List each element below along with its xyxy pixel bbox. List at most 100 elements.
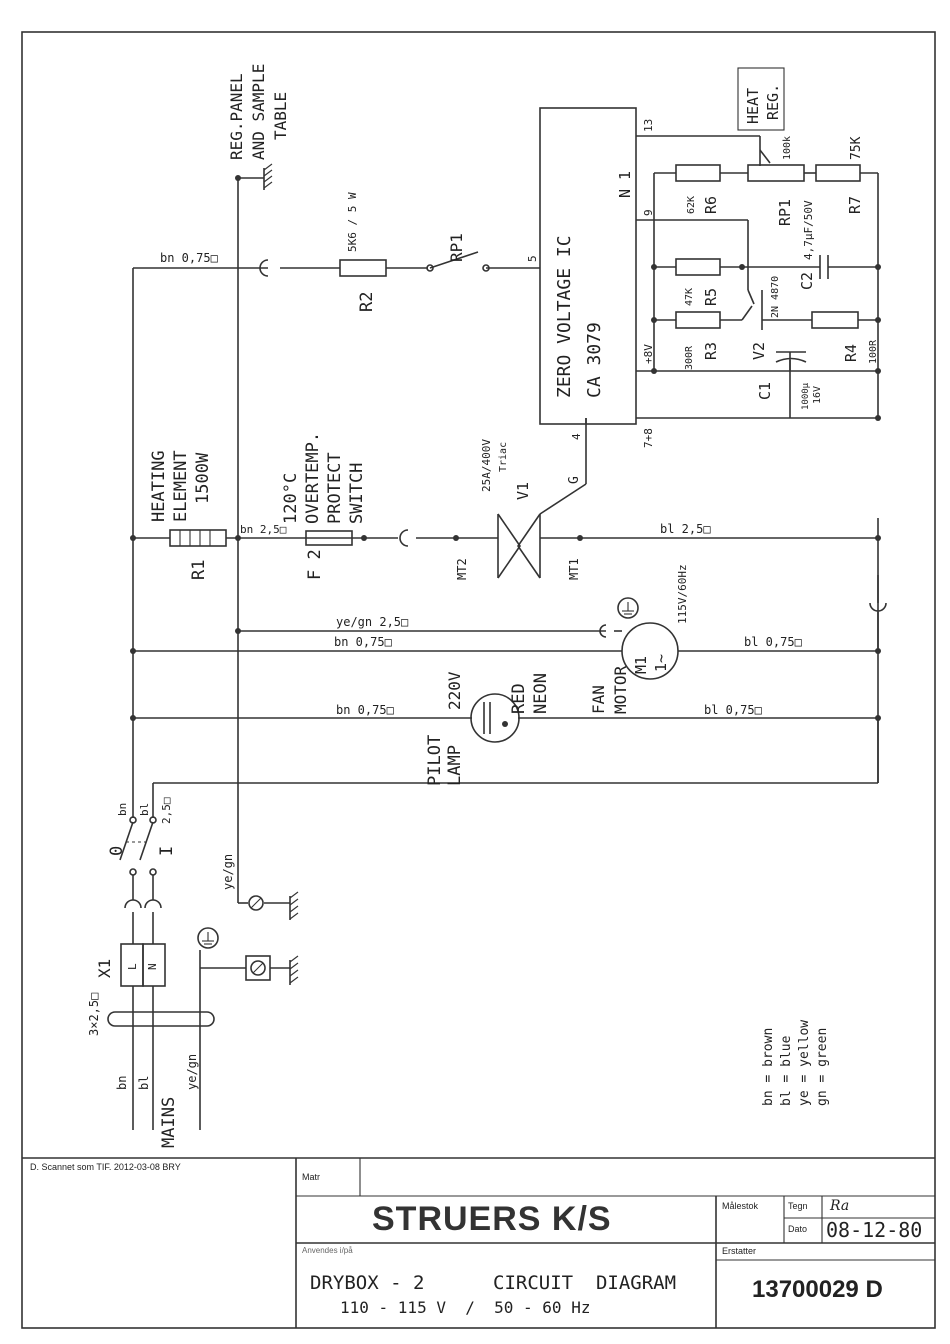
sheet-border [21,31,936,1329]
wire-sw-25: 2,5□ [160,797,173,824]
v1-ref: V1 [514,482,532,500]
matr-label: Matr [302,1172,320,1182]
r7-ref: R7 [846,196,864,214]
title-block [22,1157,935,1328]
rp1-ref: RP1 [776,199,794,226]
r7-value: 75K [849,136,864,160]
wire-bl-25: bl 2,5□ [660,522,711,536]
legend-blue: bl = blue [779,1035,794,1106]
neon-label-1: RED [509,683,529,714]
x1-L: L [126,963,139,970]
mt1-label: MT1 [567,558,581,580]
legend-yellow: ye = yellow [797,1020,812,1106]
ic-title-2: CA 3079 [584,322,605,398]
wire-mains-bn: bn [115,1076,129,1090]
c1-ref: C1 [756,382,774,400]
legend-green: gn = green [815,1028,830,1106]
triac-type: Triac [498,442,509,472]
switch-0-label: 0 [107,846,127,856]
motor-ref: M1 [632,656,650,674]
pilot-label-2: LAMP [445,745,465,786]
heating-label-3: 1500W [193,452,213,504]
mains-label: MAINS [159,1097,179,1148]
triac-v1 [497,513,541,579]
r4-value: 100R [868,339,879,364]
neon-label-2: NEON [531,673,551,714]
pin-8v: +8V [642,344,655,364]
tegn-label: Tegn [788,1201,808,1211]
heating-element-r1 [169,529,227,547]
wire-sw-bn: bn [116,803,129,816]
wire-yegn-25: ye/gn 2,5□ [336,615,408,629]
rp1-value: 100k [782,136,793,160]
overtemp-label-2: OVERTEMP. [303,432,323,524]
pilot-lamp [470,693,520,743]
pin-13: 13 [642,119,655,132]
overtemp-label-4: SWITCH [347,463,367,524]
scan-note: D. Scannet som TIF. 2012-03-08 BRY [30,1162,181,1172]
heat-reg-label-2: REG. [764,84,782,120]
wire-labels: bn 0,75□ bn 2,5□ bl 2,5□ ye/gn 2,5□ bn 0… [115,251,802,1090]
dato-label: Dato [788,1224,808,1234]
r2-value: 5K6 / 5 W [346,192,359,252]
r4-ref: R4 [842,344,860,362]
reg-panel-label-2: AND SAMPLE [249,64,268,160]
component-labels: REG.PANEL AND SAMPLE TABLE HEAT REG. ZER… [87,64,879,1148]
malestok-label: Målestok [722,1201,759,1211]
wire-bl-075-motor: bl 0,75□ [744,635,802,649]
r6-ref: R6 [702,196,720,214]
motor-phase: 1~ [652,654,670,672]
r3-ref: R3 [702,342,720,360]
erstatter-label: Erstatter [722,1246,757,1256]
wire-mains-bl: bl [137,1076,151,1090]
fan-motor-m1 [599,597,679,680]
triac-rating: 25A/400V [480,439,493,492]
anvendes-label: Anvendes i/på [302,1246,353,1255]
overtemp-switch-f2 [305,530,353,546]
wiring [107,107,887,1130]
ic-title-1: ZERO VOLTAGE IC [554,235,575,398]
resistor-r2 [339,259,387,277]
pin-5: 5 [526,255,539,262]
heating-label-2: ELEMENT [171,450,191,522]
c1-value-2: 16V [812,386,823,404]
pin-78: 7+8 [642,428,655,448]
c2-ref: C2 [798,272,816,290]
wire-bn-075-top: bn 0,75□ [160,251,218,265]
pilot-label-1: PILOT [425,735,445,786]
reg-panel-label-3: TABLE [271,92,290,140]
wire-bl-075-lamp: bl 0,75□ [704,703,762,717]
wire-mains-yegn: ye/gn [185,1054,199,1090]
c2-value: 4,7μF/50V [802,200,815,260]
pin-4: 4 [570,433,583,440]
drawing-subtitle: 110 - 115 V / 50 - 60 Hz [340,1298,591,1317]
overtemp-label-1: 120°C [281,473,301,524]
tegn-value: Ra [830,1198,850,1214]
pin-9: 9 [642,209,655,216]
drawing-title: DRYBOX - 2 CIRCUIT DIAGRAM [310,1272,677,1294]
heating-label-1: HEATING [149,450,169,522]
v2-ref: V2 [750,342,768,360]
r3-value: 300R [684,345,695,370]
legend-brown: bn = brown [761,1028,776,1106]
fan-label-2: MOTOR [611,665,630,714]
x1-ref: X1 [95,959,114,978]
fan-label-1: FAN [589,685,608,714]
motor-rating: 115V/60Hz [676,564,689,624]
r6-value: 62K [686,196,697,214]
dato-value: 08-12-80 [826,1218,923,1242]
reg-panel-label-1: REG.PANEL [227,73,246,160]
overtemp-label-3: PROTECT [325,452,345,524]
heat-reg-label-1: HEAT [744,88,762,124]
ic-ref: N 1 [616,171,634,198]
wire-yegn-earth: ye/gn [221,854,235,890]
rp1-switch-ref: RP1 [447,233,466,262]
c1-value-1: 1000μ [801,382,811,410]
wire-bn-075-lamp: bn 0,75□ [336,703,394,717]
f2-ref: F 2 [305,549,325,580]
lamp-voltage: 220V [445,671,464,710]
r1-ref: R1 [189,560,209,580]
company-name: STRUERS K/S [372,1200,612,1238]
r5-ref: R5 [702,288,720,306]
